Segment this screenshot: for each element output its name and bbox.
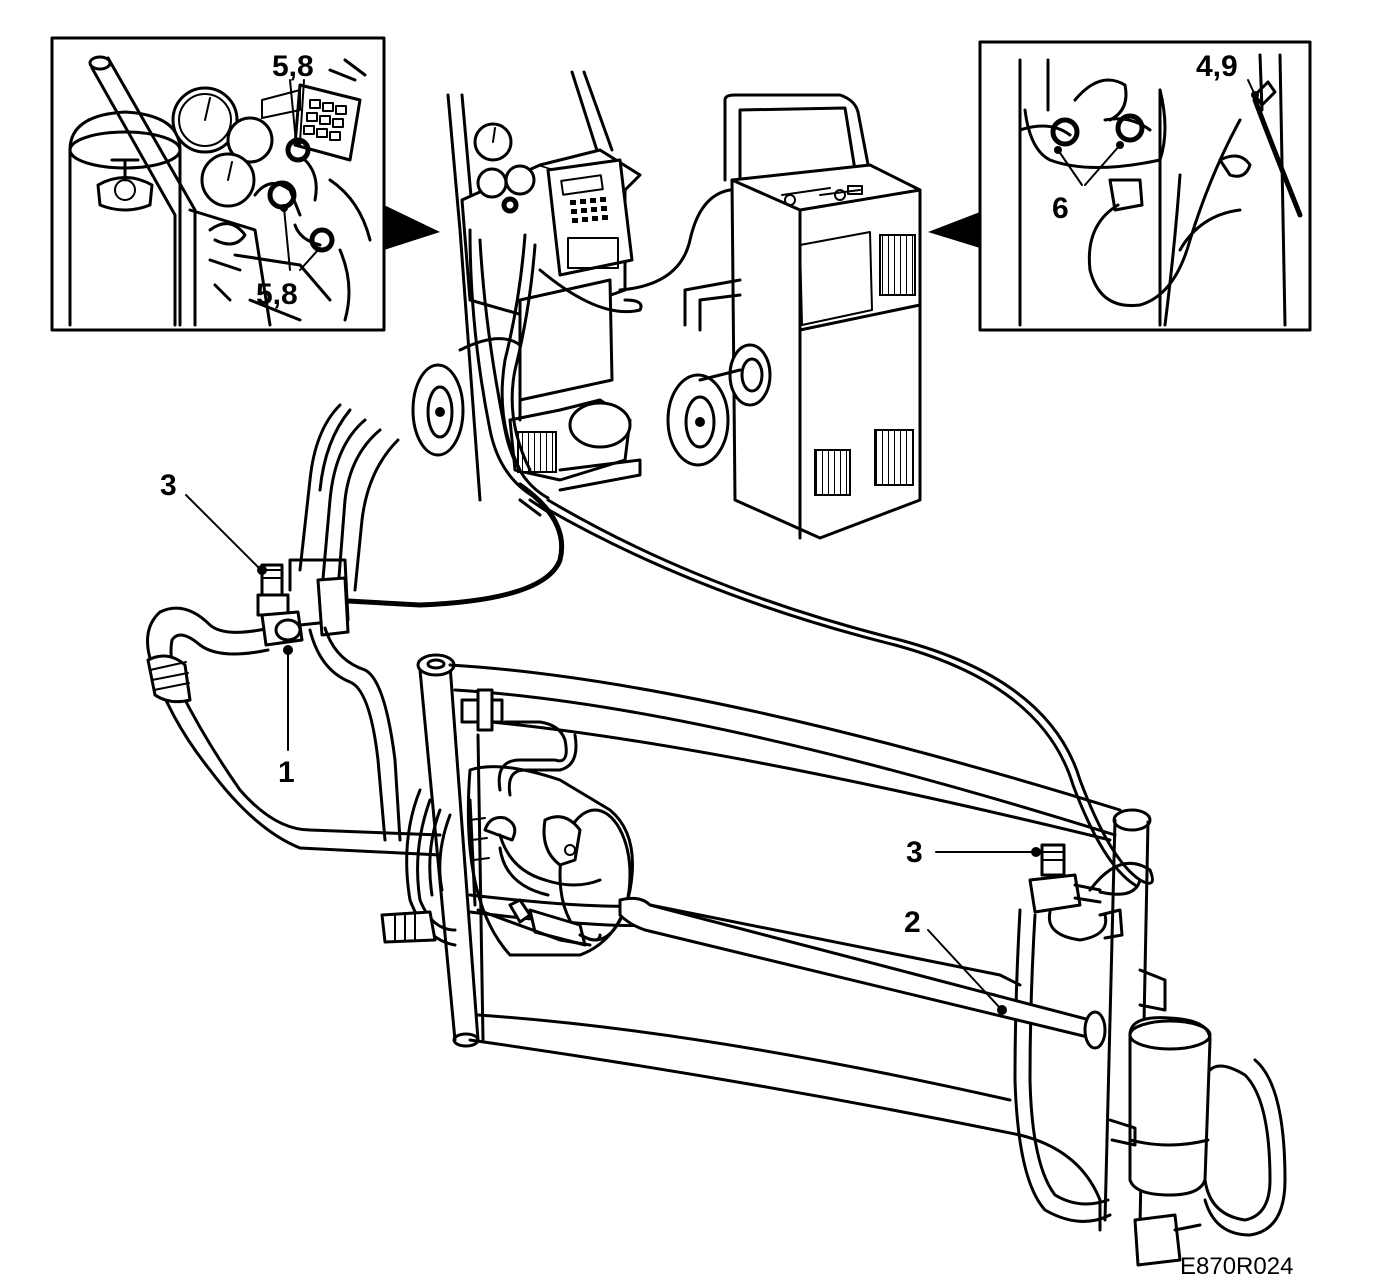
coupler-icon [1050, 117, 1080, 147]
keypad-icon [570, 197, 608, 223]
gauge-icon [476, 167, 508, 199]
callout-inset-right-mid: 6 [1052, 192, 1069, 225]
callout-inset-right-top: 4,9 [1196, 50, 1238, 83]
coupler-icon [309, 227, 335, 253]
gauge-icon [226, 116, 274, 164]
right-inset-pointer [928, 212, 980, 248]
callout-right-valve: 3 [906, 836, 923, 869]
coupler-icon [1115, 113, 1145, 143]
callout-inset-left-bottom: 5,8 [256, 278, 298, 311]
keypad-icon [303, 99, 347, 141]
right-detail-inset: 4,9 6 [928, 40, 1312, 332]
gauge-icon [504, 164, 536, 196]
callouts: 3 1 3 2 [160, 469, 1041, 1015]
left-detail-inset: 5,8 5,8 [50, 36, 440, 332]
ac-service-station [411, 70, 643, 517]
left-inset-pointer [384, 205, 440, 250]
service-hoses [327, 482, 1154, 892]
right-inset-frame [978, 40, 1312, 332]
recovery-unit [618, 93, 922, 540]
callout-left-valve: 3 [160, 469, 177, 502]
callout-inset-left-top: 5,8 [272, 50, 314, 83]
figure-code: E870R024 [1180, 1253, 1293, 1280]
condenser-assembly [380, 653, 1287, 1267]
callout-left-pipe: 1 [278, 756, 295, 789]
callout-right-pipe: 2 [904, 906, 921, 939]
vehicle-lines-left [146, 403, 442, 857]
